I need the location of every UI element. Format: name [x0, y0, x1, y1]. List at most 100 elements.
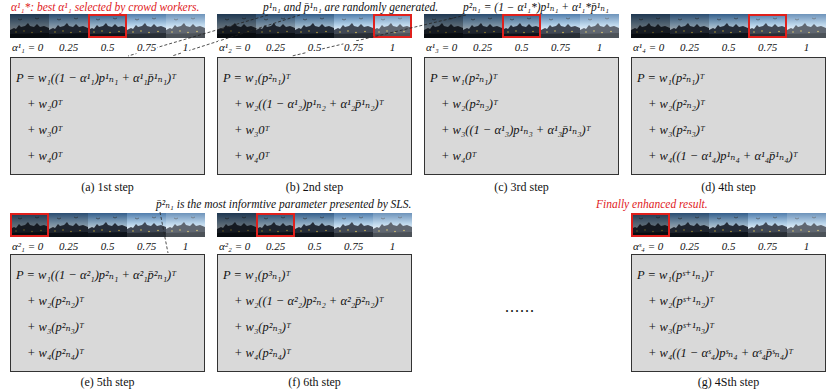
equation-line: + w₂((1 − α¹₂)p¹ₙ₂ + α¹₂p̄¹ₙ₂)ᵀ [218, 91, 411, 117]
axis-label: 0.75 [136, 41, 157, 54]
equation-line: + w₄0ᵀ [425, 143, 618, 169]
axis-label: α²₂ = 0 [218, 240, 251, 253]
equation-line: P = w₁((1 − α²₁)p²ₙ₁ + α²₁p̄²ₙ₁)ᵀ [11, 262, 204, 288]
axis-label: 0.75 [757, 41, 778, 54]
axis-label: 0.75 [757, 240, 778, 253]
equation-line: + w₂((1 − α²₂)p²ₙ₂ + α²₂p̄²ₙ₂)ᵀ [218, 288, 411, 314]
image-strip [10, 213, 205, 237]
image-strip [424, 14, 619, 38]
selection-frame [749, 15, 786, 37]
equation-line: + w₃(p²ₙ₃)ᵀ [218, 314, 411, 340]
axis-label: α¹₂ = 0 [218, 41, 251, 54]
selection-frame [11, 214, 48, 236]
equation-line: + w₃0ᵀ [11, 117, 204, 143]
axis-label: 0.5 [307, 240, 323, 253]
panel-caption: (c) 3rd step [493, 180, 550, 194]
image-strip [217, 213, 412, 237]
axis-label: 1 [182, 41, 190, 54]
equation-line: + w₃(pˢ⁺¹ₙ₃)ᵀ [632, 314, 825, 340]
leader-line [160, 212, 168, 253]
equation-line: + w₄(p²ₙ₄)ᵀ [11, 340, 204, 366]
equation-box: P = w₁(p²ₙ₁)ᵀ+ w₂(p²ₙ₂)ᵀ+ w₃((1 − α¹₃)p¹… [424, 57, 619, 175]
equation-line: P = w₁(pˢ⁺¹ₙ₁)ᵀ [632, 262, 825, 288]
axis-label: 1 [182, 240, 190, 253]
equation-line: + w₄((1 − α¹₄)p¹ₙ₄ + α¹₄p̄¹ₙ₄)ᵀ [632, 143, 825, 169]
equation-line: + w₄0ᵀ [11, 143, 204, 169]
annotation: α¹₁*: best α¹₁ selected by crowd workers… [10, 1, 200, 14]
equation-line: + w₂(p²ₙ₂)ᵀ [425, 91, 618, 117]
axis-label: 0.5 [721, 240, 737, 253]
axis-label: 0.75 [343, 240, 364, 253]
equation-line: P = w₁(p²ₙ₁)ᵀ [425, 65, 618, 91]
equation-box: P = w₁(pˢ⁺¹ₙ₁)ᵀ+ w₂(pˢ⁺¹ₙ₂)ᵀ+ w₃(pˢ⁺¹ₙ₃)… [631, 254, 826, 372]
annotation: Finally enhanced result. [595, 198, 709, 211]
axis-label: 0.25 [265, 240, 286, 253]
axis-label: 0.5 [307, 41, 323, 54]
axis-label: α¹₄ = 0 [632, 41, 665, 54]
axis-label: 0.25 [265, 41, 286, 54]
axis-label: 1 [596, 41, 604, 54]
equation-line: + w₂(p²ₙ₂)ᵀ [11, 288, 204, 314]
axis-label: 1 [803, 240, 811, 253]
equation-line: P = w₁(p³ₙ₁)ᵀ [218, 262, 411, 288]
axis-label: 1 [389, 240, 397, 253]
equation-line: + w₃(p²ₙ₃)ᵀ [11, 314, 204, 340]
axis-label: 1 [803, 41, 811, 54]
axis-label: α¹₃ = 0 [425, 41, 458, 54]
axis-label: 0.25 [58, 240, 79, 253]
equation-line: + w₃(p²ₙ₃)ᵀ [632, 117, 825, 143]
equation-line: + w₄((1 − αˢ₄)pˢₙ₄ + αˢ₄p̄ˢₙ₄)ᵀ [632, 340, 825, 366]
equation-line: + w₂(p²ₙ₂)ᵀ [632, 91, 825, 117]
equation-line: + w₃((1 − α¹₃)p¹ₙ₃ + α¹₃p̄¹ₙ₃)ᵀ [425, 117, 618, 143]
axis-label: 0.5 [100, 41, 116, 54]
equation-line: P = w₁((1 − α¹₁)p¹ₙ₁ + α¹₁p̄¹ₙ₁)ᵀ [11, 65, 204, 91]
panel-caption: (f) 6th step [287, 375, 342, 389]
equation-line: P = w₁(p²ₙ₁)ᵀ [632, 65, 825, 91]
ellipsis: ...... [504, 300, 536, 313]
equation-box: P = w₁((1 − α²₁)p²ₙ₁ + α²₁p̄²ₙ₁)ᵀ+ w₂(p²… [10, 254, 205, 372]
axis-label: 0.25 [679, 240, 700, 253]
equation-box: P = w₁(p²ₙ₁)ᵀ+ w₂(p²ₙ₂)ᵀ+ w₃(p²ₙ₃)ᵀ+ w₄(… [631, 57, 826, 175]
equation-box: P = w₁(p³ₙ₁)ᵀ+ w₂((1 − α²₂)p²ₙ₂ + α²₂p̄²… [217, 254, 412, 372]
axis-label: αˢ₄ = 0 [632, 240, 664, 253]
leader-line [172, 15, 300, 56]
annotation: p̄²ₙ₁ is the most informtive parameter p… [155, 198, 412, 211]
selection-frame [503, 15, 540, 37]
annotation: p²ₙ₁ = (1 − α¹₁*)p¹ₙ₁ + α¹₁*p̄¹ₙ₁ [462, 1, 610, 14]
image-strip [10, 14, 205, 38]
equation-box: P = w₁((1 − α¹₁)p¹ₙ₁ + α¹₁p̄¹ₙ₁)ᵀ+ w₂0ᵀ+… [10, 57, 205, 175]
equation-line: + w₄0ᵀ [218, 143, 411, 169]
image-strip [631, 213, 826, 237]
leader-line [292, 15, 466, 56]
selection-frame [257, 214, 294, 236]
panel-caption: (e) 5th step [80, 375, 136, 389]
axis-label: 0.25 [679, 41, 700, 54]
axis-label: 0.25 [58, 41, 79, 54]
selection-frame [374, 15, 411, 37]
axis-label: 1 [389, 41, 397, 54]
axis-label: α²₁ = 0 [11, 240, 44, 253]
axis-label: 0.5 [100, 240, 116, 253]
equation-line: P = w₁(p²ₙ₁)ᵀ [218, 65, 411, 91]
panel-caption: (d) 4th step [700, 180, 757, 194]
panel-caption: (b) 2nd step [285, 180, 344, 194]
selection-frame [89, 15, 126, 37]
equation-line: + w₃0ᵀ [218, 117, 411, 143]
axis-label: 0.5 [514, 41, 530, 54]
axis-label: α¹₁ = 0 [11, 41, 44, 54]
image-strip [631, 14, 826, 38]
equation-line: + w₂(pˢ⁺¹ₙ₂)ᵀ [632, 288, 825, 314]
equation-line: + w₂0ᵀ [11, 91, 204, 117]
leader-line [128, 15, 268, 56]
equation-box: P = w₁(p²ₙ₁)ᵀ+ w₂((1 − α¹₂)p¹ₙ₂ + α¹₂p̄¹… [217, 57, 412, 175]
equation-line: + w₄(p²ₙ₄)ᵀ [218, 340, 411, 366]
panel-caption: (g) 4Sth step [697, 375, 760, 389]
axis-label: 0.25 [472, 41, 493, 54]
axis-label: 0.75 [136, 240, 157, 253]
annotation: p¹ₙ₁ and p̄¹ₙ₁ are randomly generated. [262, 1, 439, 14]
panel-caption: (a) 1st step [80, 180, 135, 194]
axis-label: 0.75 [550, 41, 571, 54]
axis-label: 0.75 [343, 41, 364, 54]
axis-label: 0.5 [721, 41, 737, 54]
selection-frame [632, 214, 669, 236]
